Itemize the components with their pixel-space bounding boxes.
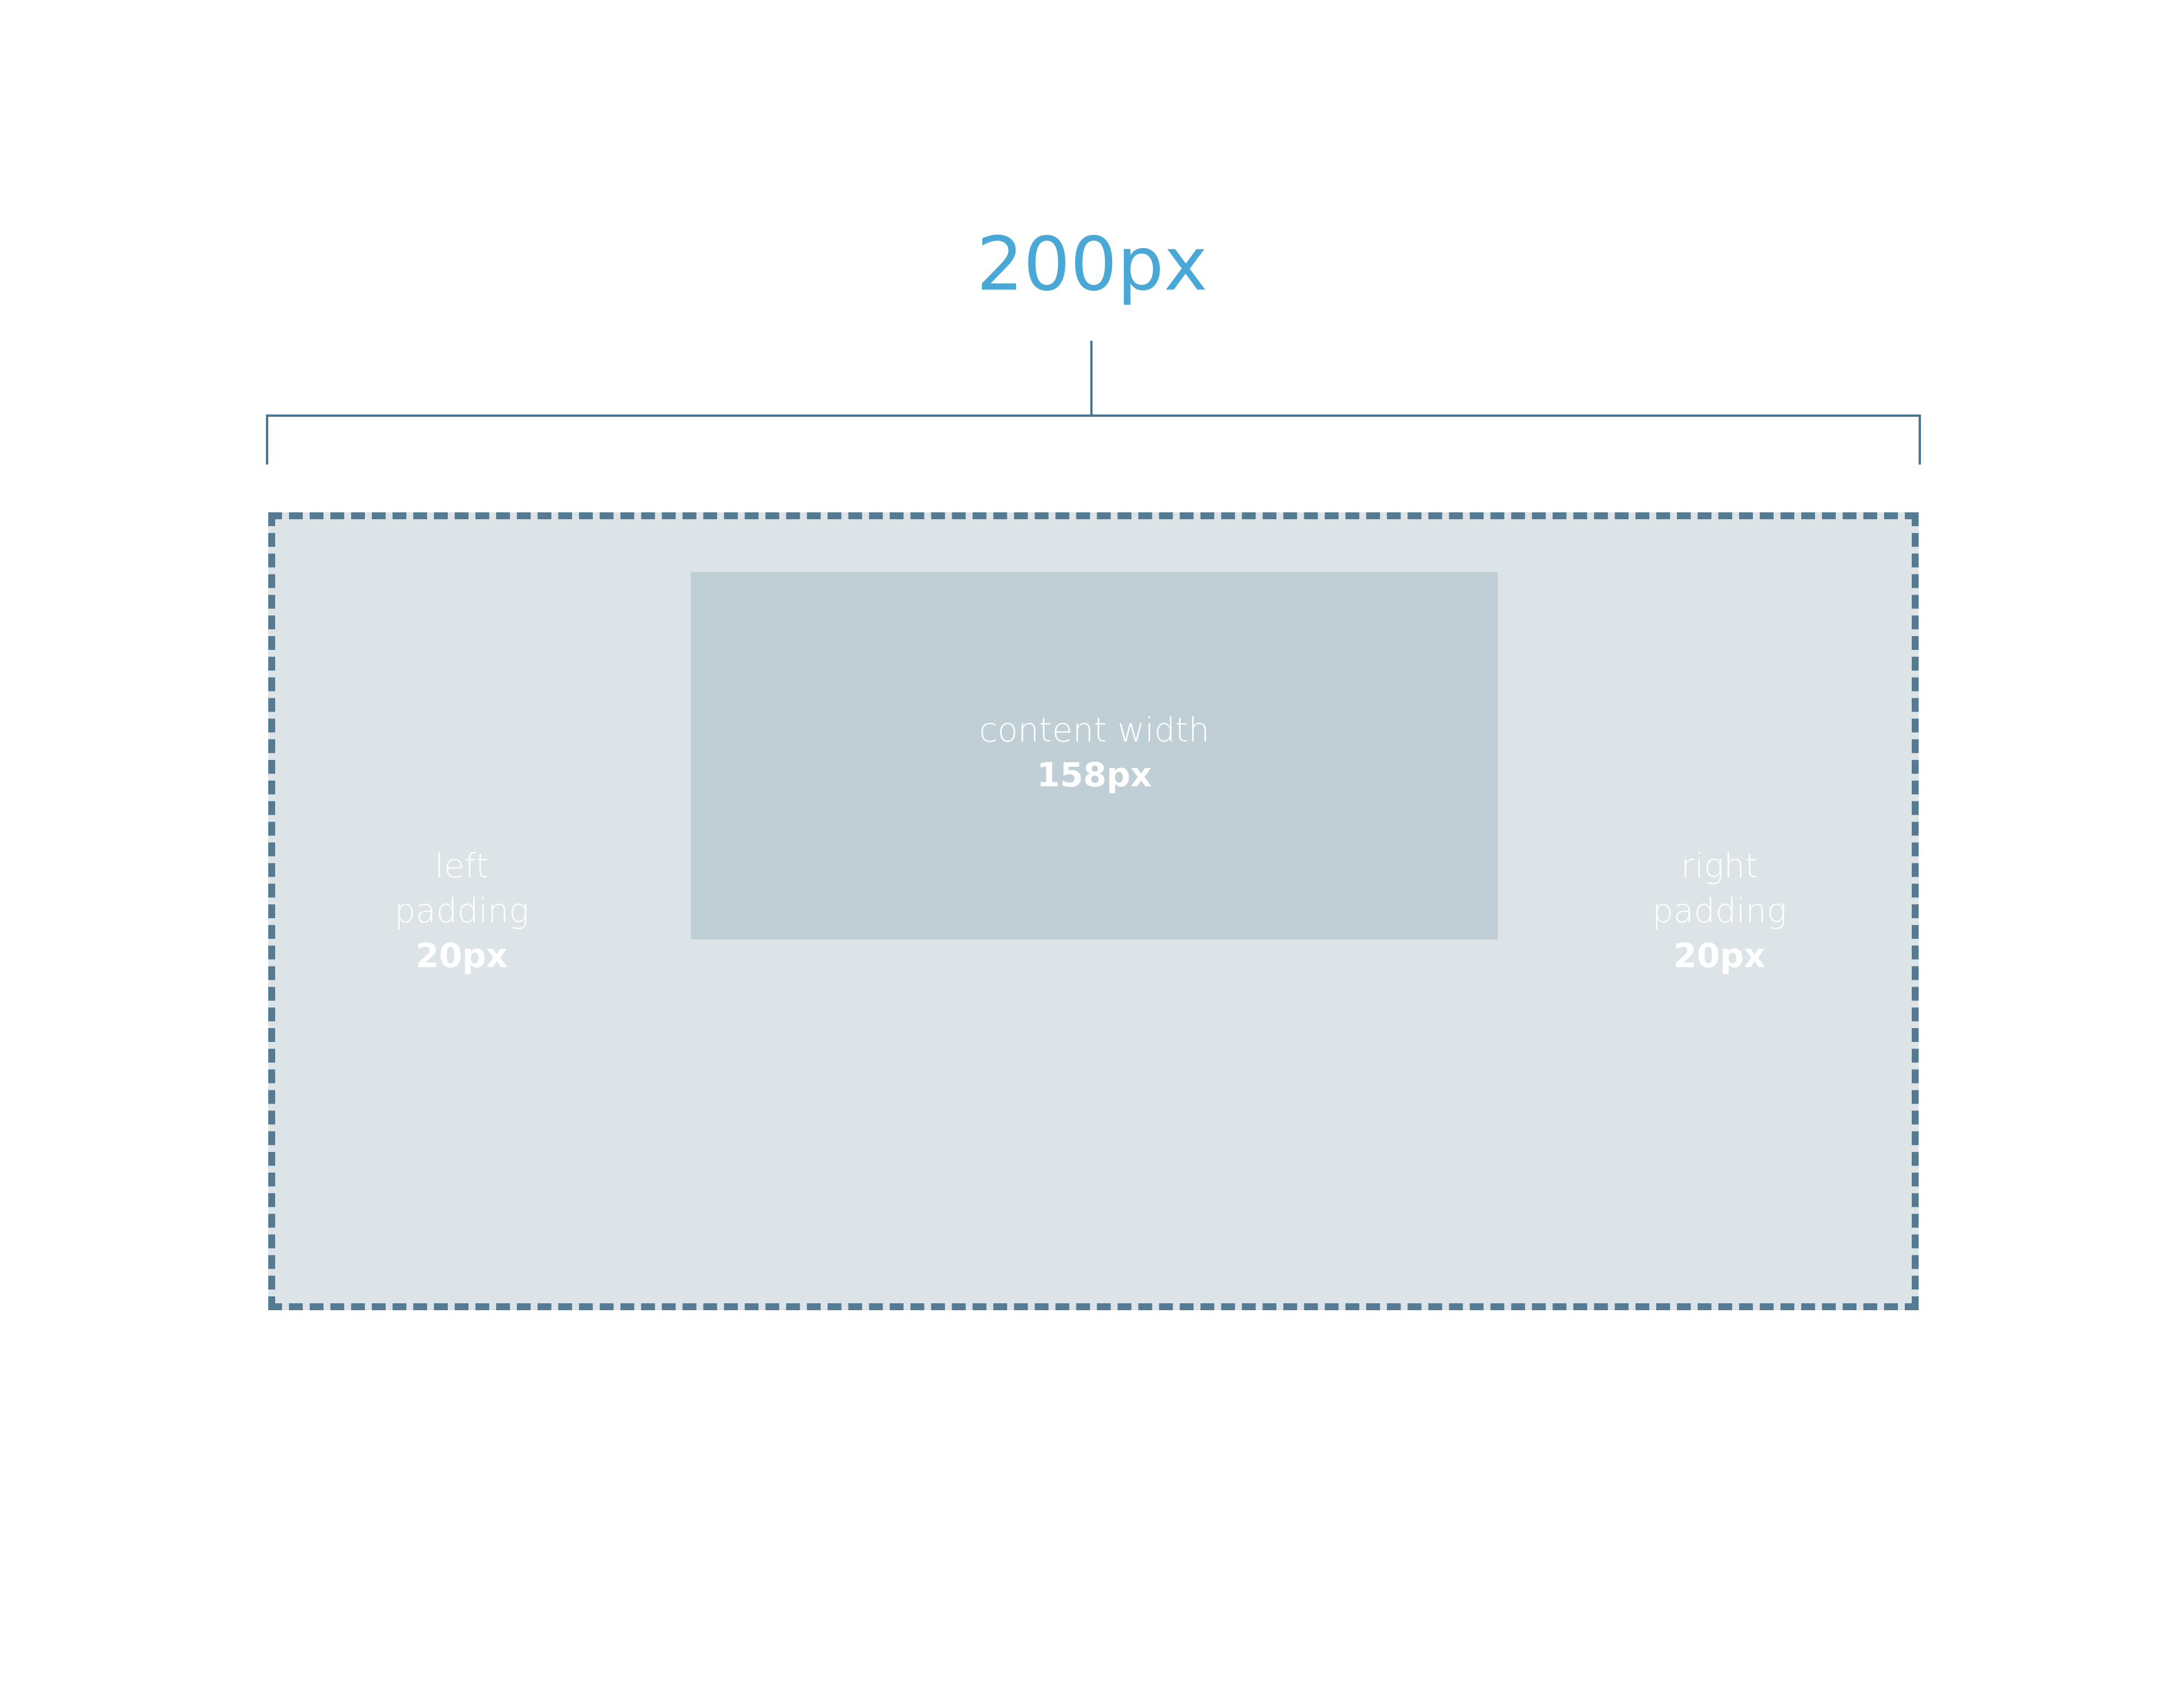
- content-width-label: content width: [979, 710, 1210, 750]
- left-padding-label-line1: left: [435, 846, 489, 885]
- left-padding-value: 20px: [416, 936, 508, 975]
- right-padding-value: 20px: [1673, 936, 1766, 975]
- right-padding-caption: right padding 20px: [1599, 843, 1840, 978]
- content-width-value: 158px: [1037, 755, 1152, 794]
- left-padding-caption: left padding 20px: [341, 843, 583, 978]
- dimension-stem: [1090, 341, 1093, 417]
- right-padding-label-line1: right: [1680, 846, 1759, 885]
- content-width-caption: content width 158px: [691, 707, 1498, 797]
- content-area: content width 158px: [691, 572, 1498, 939]
- left-padding-label-line2: padding: [394, 891, 529, 930]
- dimension-tick-right: [1919, 414, 1921, 465]
- total-width-label: 200px: [976, 222, 1208, 307]
- right-padding-label-line2: padding: [1652, 891, 1787, 930]
- dimension-tick-left: [266, 414, 268, 465]
- dimension-bracket: [266, 414, 1921, 417]
